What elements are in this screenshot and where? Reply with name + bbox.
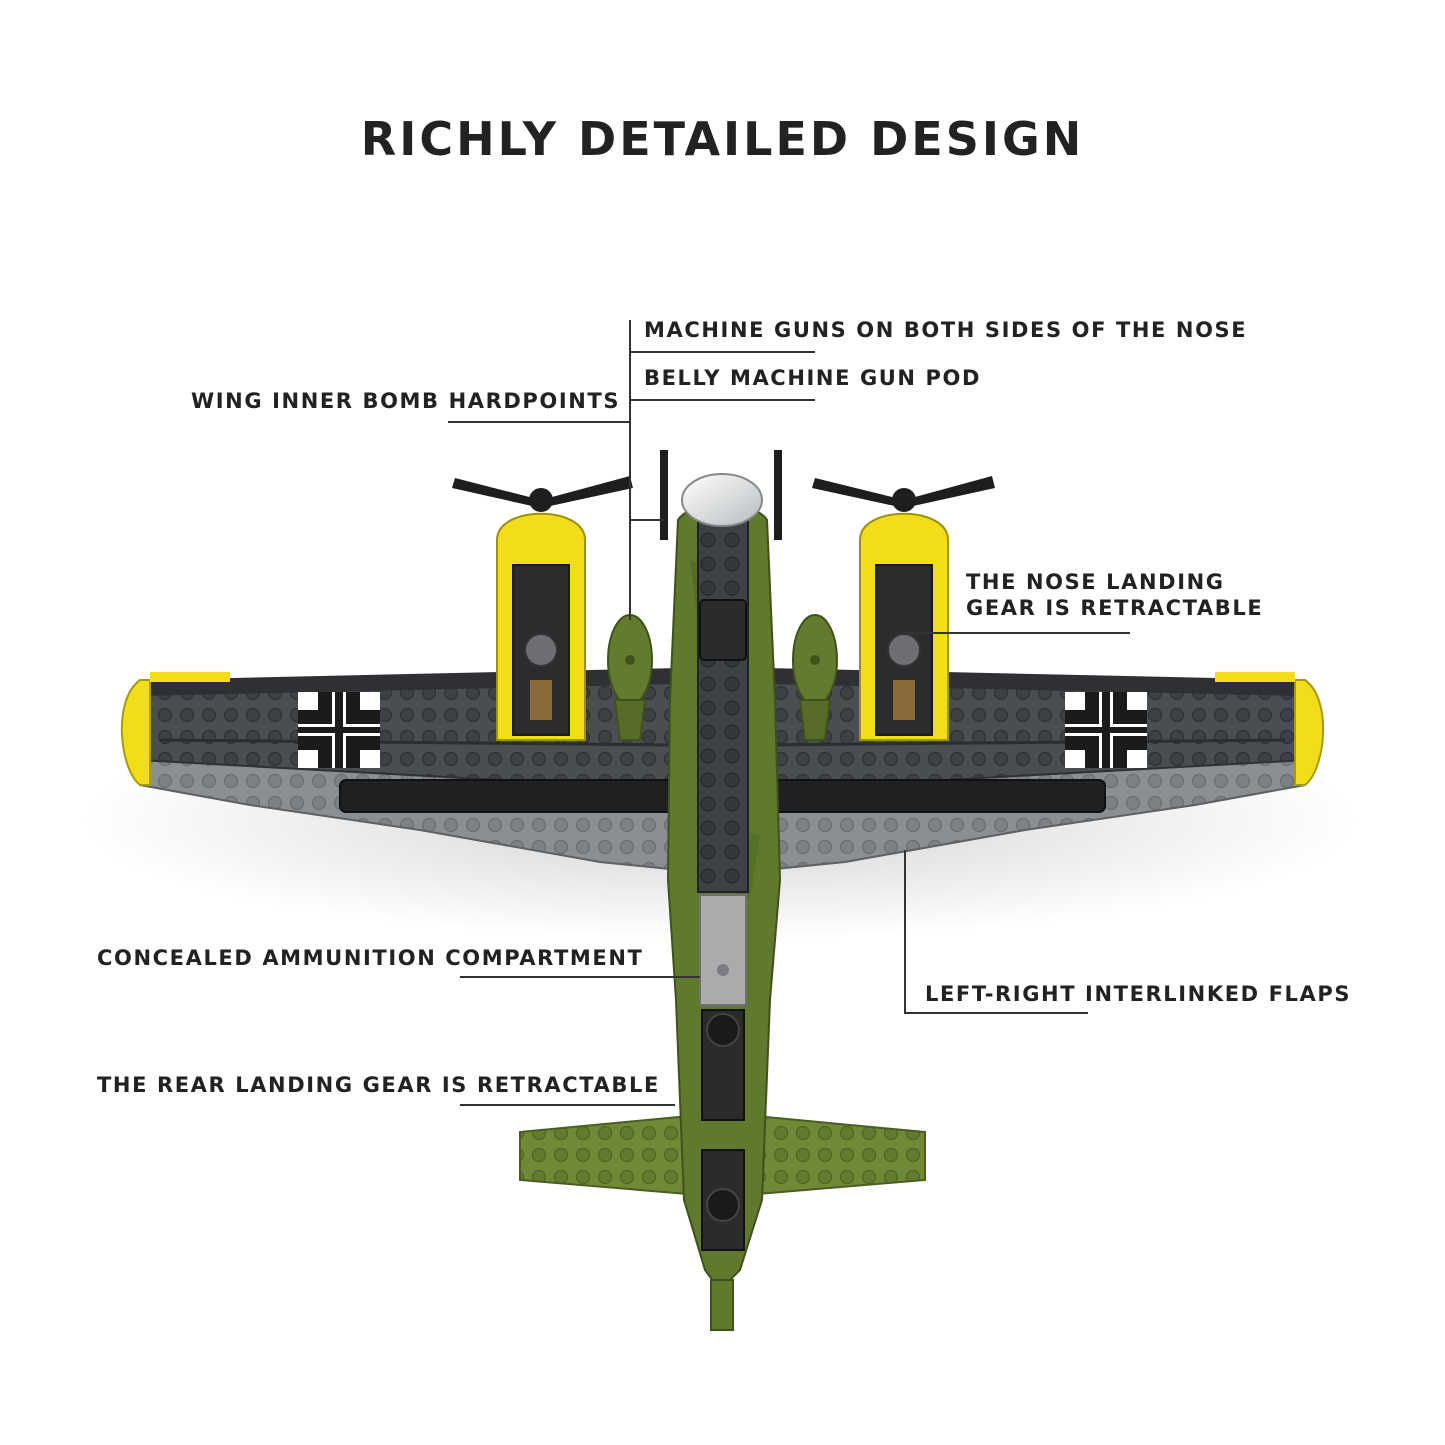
callout-wing-bomb-hardpoints: WING INNER BOMB HARDPOINTS	[191, 389, 621, 413]
callout-machine-guns-nose: MACHINE GUNS ON BOTH SIDES OF THE NOSE	[644, 318, 1248, 342]
fuselage	[660, 450, 782, 1331]
leader-flaps	[904, 850, 1088, 1014]
callout-belly-gun-pod: BELLY MACHINE GUN POD	[644, 366, 981, 390]
callout-ammo-compartment: CONCEALED AMMUNITION COMPARTMENT	[97, 946, 644, 970]
callout-interlinked-flaps: LEFT-RIGHT INTERLINKED FLAPS	[925, 982, 1352, 1006]
leader-lines	[448, 320, 1130, 1106]
callout-rear-gear: THE REAR LANDING GEAR IS RETRACTABLE	[97, 1073, 660, 1097]
balkenkreuz-left-icon	[298, 692, 380, 768]
page-title: RICHLY DETAILED DESIGN	[360, 112, 1085, 166]
horizontal-stabilizer	[519, 1113, 926, 1197]
callout-nose-gear-line1: THE NOSE LANDING	[966, 570, 1225, 594]
callout-nose-gear-line2: GEAR IS RETRACTABLE	[966, 596, 1264, 620]
left-propeller-icon	[452, 476, 633, 512]
left-engine-nacelle	[452, 476, 633, 741]
right-bomb-icon	[792, 614, 838, 741]
balkenkreuz-right-icon	[1065, 692, 1147, 768]
right-propeller-icon	[812, 476, 995, 512]
right-engine-nacelle	[812, 476, 995, 741]
